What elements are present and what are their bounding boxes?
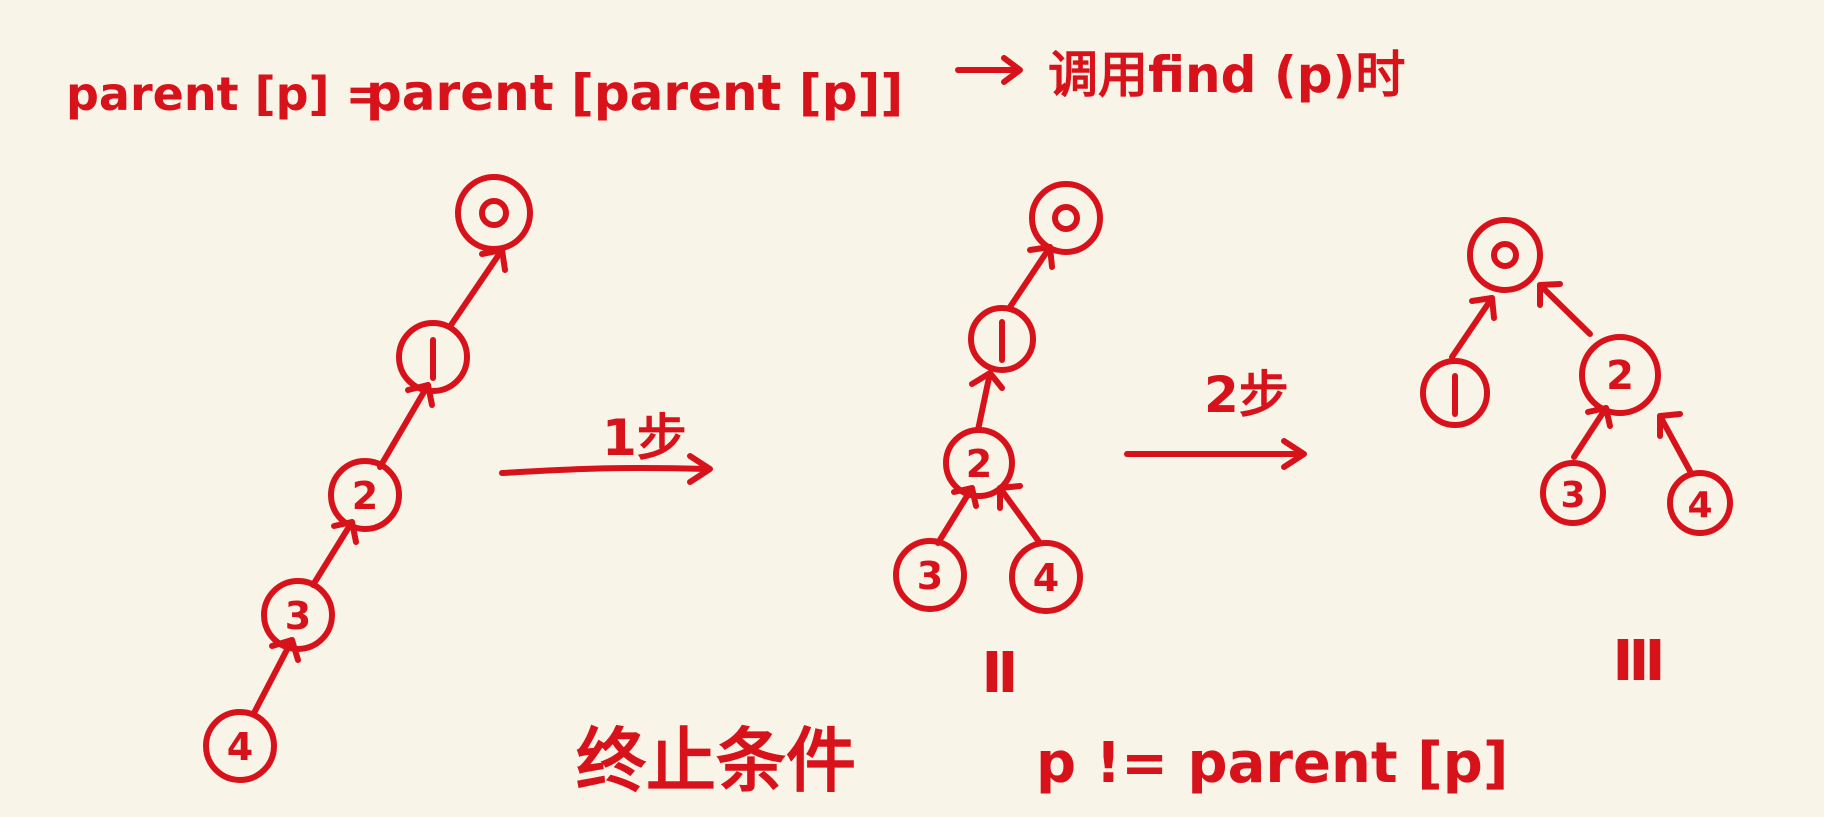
- edge-2-to-1: [969, 370, 1005, 433]
- step-1-label: 1步: [602, 409, 687, 467]
- formula-note: 调用find (p)时: [1048, 46, 1405, 104]
- node-0: [1467, 217, 1543, 293]
- edge-1-to-0: [448, 247, 508, 328]
- edge-2-to-1: [377, 382, 435, 470]
- node-2: 2: [1579, 334, 1661, 416]
- node-label: 2: [1606, 353, 1634, 399]
- node-label: 2: [352, 474, 378, 518]
- step-2-label: 2步: [1204, 366, 1289, 424]
- node-4: 4: [1667, 470, 1733, 536]
- node-1: [968, 305, 1036, 373]
- step-1-transition: 1步: [499, 409, 713, 485]
- node-4: 4: [203, 709, 277, 783]
- formula-arrow: [955, 55, 1023, 85]
- tree-stage-3: 2 3 4 Ⅲ: [1420, 217, 1733, 694]
- edge-3-to-2: [1571, 405, 1613, 460]
- termination-condition: p != parent [p]: [1036, 731, 1508, 796]
- tree-stage-1: 2 3 4: [203, 174, 533, 783]
- termination: 终止条件 p != parent [p]: [576, 720, 1508, 802]
- node-label: 2: [966, 442, 992, 486]
- formula: parent [p] = parent [parent [p]] 调用find …: [66, 46, 1405, 122]
- formula-lhs: parent [p] =: [66, 67, 384, 121]
- edge-4-to-2: [997, 483, 1043, 546]
- stage-2-label: Ⅱ: [982, 641, 1019, 706]
- node-label: 4: [227, 725, 253, 769]
- termination-label: 终止条件: [576, 720, 856, 802]
- node-3: 3: [1540, 460, 1606, 526]
- stage-3-label: Ⅲ: [1613, 629, 1666, 694]
- node-1: [1420, 358, 1490, 428]
- edge-2-to-0: [1537, 281, 1593, 337]
- step-2-transition: 2步: [1124, 366, 1307, 470]
- edge-4-to-2: [1657, 411, 1693, 474]
- node-0: [455, 174, 533, 252]
- edge-1-to-0: [1007, 244, 1055, 310]
- node-3: 3: [261, 578, 335, 652]
- node-4: 4: [1009, 540, 1083, 614]
- node-label: 4: [1033, 556, 1059, 600]
- node-label: 3: [285, 594, 311, 638]
- node-label: 3: [1560, 475, 1585, 516]
- tree-stage-2: 2 3 4 Ⅱ: [893, 181, 1103, 706]
- node-0: [1029, 181, 1103, 255]
- edge-3-to-2: [310, 519, 359, 588]
- node-label: 4: [1687, 485, 1712, 526]
- node-3: 3: [893, 538, 967, 612]
- node-label: 3: [917, 554, 943, 598]
- edge-1-to-0: [1449, 295, 1497, 360]
- node-2: 2: [943, 427, 1015, 499]
- node-1: [396, 320, 470, 394]
- formula-rhs: parent [parent [p]]: [366, 64, 903, 122]
- node-2: 2: [328, 458, 402, 532]
